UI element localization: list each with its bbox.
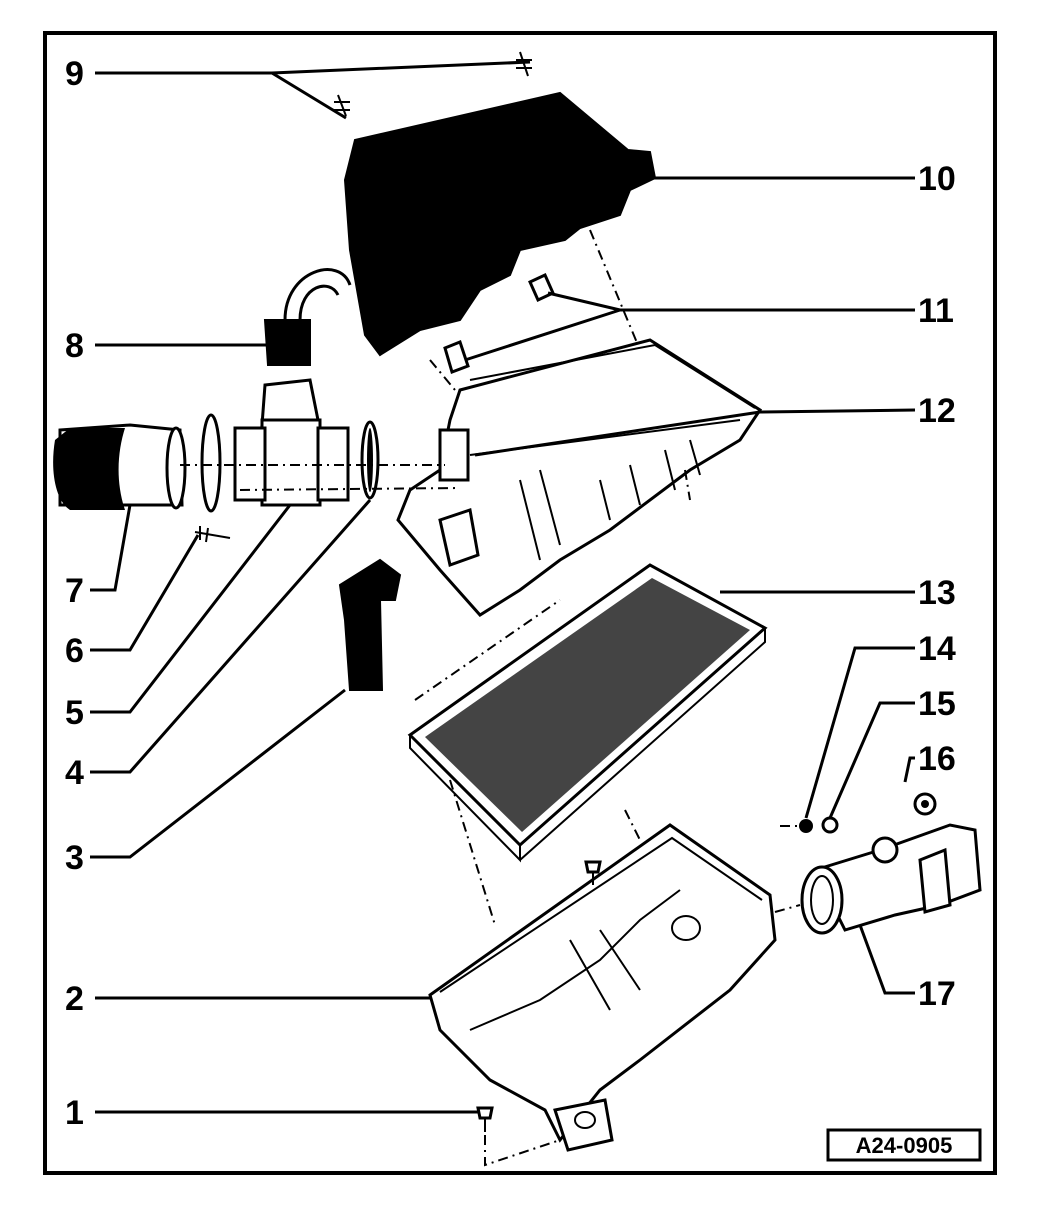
filter-element-part-13 bbox=[407, 563, 768, 926]
screw-lower-housing bbox=[584, 860, 602, 885]
callout-15: 15 bbox=[918, 685, 956, 723]
reference-code: A24-0905 bbox=[856, 1133, 953, 1158]
callout-13: 13 bbox=[918, 574, 956, 612]
upper-housing-part-10 bbox=[343, 91, 657, 391]
callout-9: 9 bbox=[65, 55, 84, 93]
nut-part-14 bbox=[799, 819, 813, 833]
washer-part-15 bbox=[821, 816, 839, 834]
air-inlet-part-17 bbox=[774, 823, 982, 935]
screw-part-9 bbox=[334, 51, 532, 117]
callout-16: 16 bbox=[918, 740, 956, 778]
intermediate-housing-part-12 bbox=[396, 338, 763, 617]
diagram-frame bbox=[43, 31, 997, 1175]
callout-7: 7 bbox=[65, 572, 84, 610]
seal-ring-part-4 bbox=[360, 420, 380, 500]
air-mass-meter-part-5 bbox=[233, 378, 350, 507]
callout-4: 4 bbox=[65, 754, 84, 792]
callout-11: 11 bbox=[918, 292, 954, 330]
screw-part-6 bbox=[194, 526, 231, 543]
callout-14: 14 bbox=[918, 630, 956, 668]
seal-ring-left bbox=[200, 413, 222, 513]
callout-17: 17 bbox=[918, 975, 956, 1013]
callout-2: 2 bbox=[65, 980, 84, 1018]
clip-part-11 bbox=[443, 272, 555, 374]
intake-hose-part-7 bbox=[53, 423, 187, 510]
callout-1: 1 bbox=[65, 1094, 84, 1132]
callout-8: 8 bbox=[65, 327, 84, 365]
connector-part-8 bbox=[263, 268, 352, 366]
reference-code-box: A24-0905 bbox=[826, 1128, 982, 1162]
callout-6: 6 bbox=[65, 632, 84, 670]
callout-5: 5 bbox=[65, 694, 84, 732]
callout-10: 10 bbox=[918, 160, 956, 198]
leader-lines bbox=[90, 60, 916, 1114]
callout-3: 3 bbox=[65, 839, 84, 877]
callout-12: 12 bbox=[918, 392, 956, 430]
hose-part-3 bbox=[338, 558, 402, 691]
nut-part-16 bbox=[913, 792, 937, 816]
lower-housing-part-2 bbox=[428, 823, 777, 1152]
screw-part-1 bbox=[476, 1106, 561, 1167]
